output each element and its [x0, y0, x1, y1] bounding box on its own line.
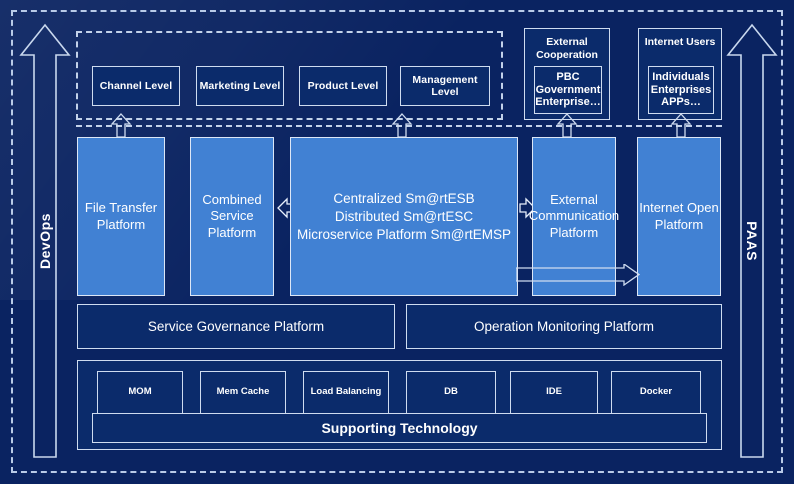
bar-label: Service Governance Platform — [147, 318, 325, 334]
external-cooperation-box[interactable]: External Cooperation PBC Government Ente… — [524, 28, 610, 120]
tech-label: Docker — [639, 386, 673, 398]
connector-arrow-core-to-external-comm — [519, 196, 537, 220]
internet-users-title: Internet Users — [644, 36, 716, 48]
connector-arrow-core — [391, 112, 413, 138]
core-line-1: Centralized Sm@rtESB — [333, 190, 475, 206]
internet-users-body-box: Individuals Enterprises APPs… — [648, 66, 714, 114]
tech-label: IDE — [546, 386, 562, 398]
level-label: Product Level — [307, 79, 379, 92]
paas-label: PAAS — [744, 221, 760, 261]
platform-label: File Transfer Platform — [84, 199, 158, 232]
tech-box-db[interactable]: DB — [406, 371, 496, 414]
level-box-product[interactable]: Product Level — [299, 66, 387, 106]
tech-label: DB — [444, 386, 458, 398]
core-line-2: Distributed Sm@rtESC — [334, 208, 474, 224]
external-cooperation-body: PBC Government Enterprise… — [535, 71, 601, 109]
connector-arrow-file-transfer — [110, 112, 132, 138]
devops-label: DevOps — [37, 213, 53, 269]
level-label: Management Level — [412, 73, 478, 98]
level-box-marketing[interactable]: Marketing Level — [196, 66, 284, 106]
level-box-management[interactable]: Management Level — [400, 66, 490, 106]
bar-label: Operation Monitoring Platform — [473, 318, 655, 334]
level-label: Channel Level — [99, 79, 173, 92]
tech-box-docker[interactable]: Docker — [611, 371, 701, 414]
level-box-channel[interactable]: Channel Level — [92, 66, 180, 106]
platform-external-communication[interactable]: External Communication Platform — [528, 137, 620, 296]
platform-label: External Communication Platform — [528, 191, 620, 240]
tech-label: Load Balancing — [310, 386, 382, 398]
tech-box-ide[interactable]: IDE — [510, 371, 598, 414]
external-cooperation-title: External Cooperation — [536, 36, 598, 61]
connector-arrow-core-to-internet-open — [516, 264, 640, 286]
business-levels-group — [76, 31, 503, 120]
platform-core-esb[interactable]: Centralized Sm@rtESB Distributed Sm@rtES… — [290, 137, 518, 296]
tech-box-mom[interactable]: MOM — [97, 371, 183, 414]
bar-operation-monitoring[interactable]: Operation Monitoring Platform — [406, 304, 722, 349]
platform-combined-service[interactable]: Combined Service Platform — [190, 137, 274, 296]
supporting-technology-bar[interactable]: Supporting Technology — [92, 413, 707, 443]
bar-service-governance[interactable]: Service Governance Platform — [77, 304, 395, 349]
outer-boundary — [11, 10, 783, 473]
supporting-technology-label: Supporting Technology — [321, 419, 478, 436]
platform-label: Combined Service Platform — [202, 191, 262, 240]
core-line-3: Microservice Platform Sm@rtEMSP — [297, 227, 511, 243]
devops-arrow — [18, 22, 72, 460]
connector-arrow-external-comm — [556, 112, 578, 138]
internet-users-box[interactable]: Internet Users Individuals Enterprises A… — [638, 28, 722, 120]
connector-arrow-internet-open — [670, 112, 692, 138]
platform-internet-open[interactable]: Internet Open Platform — [637, 137, 721, 296]
paas-arrow — [725, 22, 779, 460]
tech-box-mem-cache[interactable]: Mem Cache — [200, 371, 286, 414]
tech-box-load-balancing[interactable]: Load Balancing — [303, 371, 389, 414]
internet-users-body: Individuals Enterprises APPs… — [650, 71, 712, 109]
levels-separator-line — [76, 125, 722, 127]
level-label: Marketing Level — [199, 79, 281, 92]
platform-label: Internet Open Platform — [639, 199, 719, 232]
tech-label: Mem Cache — [216, 386, 270, 398]
platform-file-transfer[interactable]: File Transfer Platform — [77, 137, 165, 296]
external-cooperation-body-box: PBC Government Enterprise… — [534, 66, 602, 114]
tech-label: MOM — [128, 386, 152, 398]
